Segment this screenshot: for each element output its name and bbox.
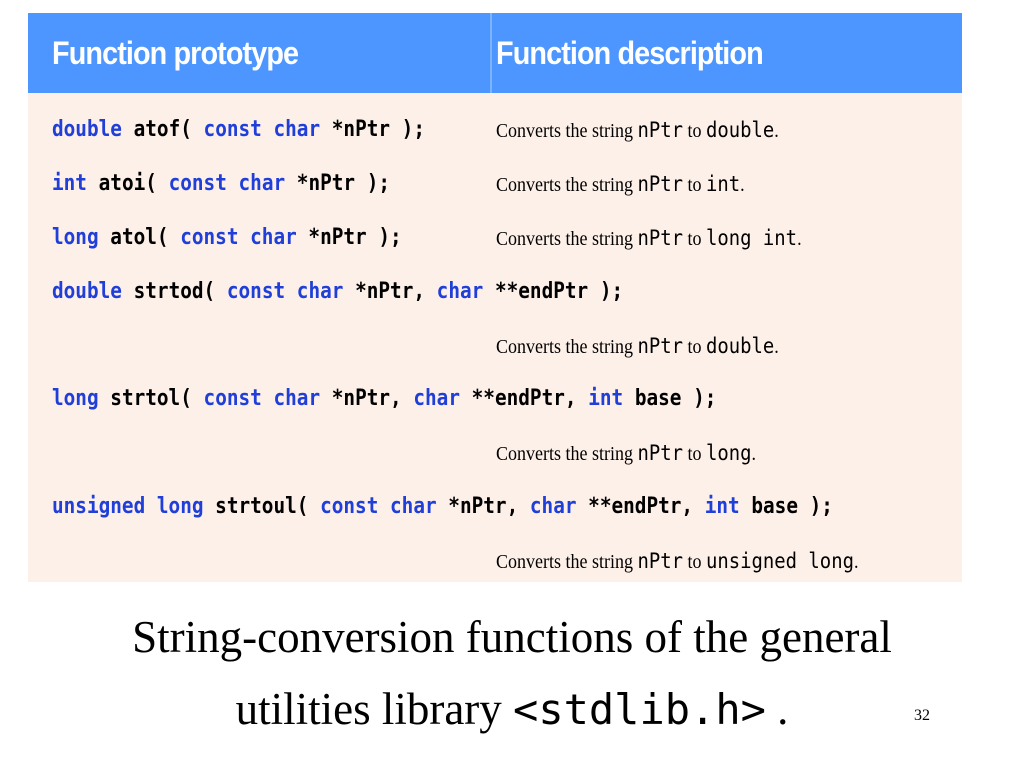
desc-to: to — [683, 551, 707, 573]
code-text: *nPtr, — [320, 386, 414, 411]
header-prototype: Function prototype — [52, 35, 299, 71]
description-cell: Converts the string nPtr to int. — [496, 164, 745, 205]
desc-end: . — [853, 551, 859, 573]
desc-end: . — [740, 174, 745, 196]
code-text: atoi( — [86, 171, 169, 196]
page-number: 32 — [914, 707, 930, 724]
code-keyword: const char — [320, 494, 437, 519]
code-text: strtoul( — [203, 494, 321, 519]
code-keyword: int — [704, 494, 740, 519]
code-keyword: long — [52, 225, 99, 250]
code-text: base ); — [623, 386, 717, 411]
code-keyword: int — [588, 386, 624, 411]
table-row: double atof( const char *nPtr ); Convert… — [28, 110, 962, 150]
description-cell: Converts the string nPtr to double. — [496, 326, 779, 367]
desc-type: double — [706, 118, 775, 142]
table-row: long atol( const char *nPtr ); Converts … — [28, 218, 962, 258]
code-keyword: double — [52, 117, 122, 142]
table-row-description: Converts the string nPtr to unsigned lon… — [28, 541, 962, 581]
code-text: *nPtr, — [436, 494, 530, 519]
prototype-cell: unsigned long strtoul( const char *nPtr,… — [52, 487, 833, 527]
desc-prefix: Converts the string — [496, 443, 638, 465]
code-keyword: char — [436, 279, 484, 304]
desc-prefix: Converts the string — [496, 336, 638, 358]
code-keyword: char — [413, 386, 460, 411]
desc-var: nPtr — [637, 118, 684, 142]
caption-text: utilities library — [235, 684, 514, 734]
code-text: atof( — [121, 117, 204, 142]
table-row-description: Converts the string nPtr to long. — [28, 433, 962, 473]
code-text: *nPtr ); — [285, 171, 391, 196]
desc-type: long — [706, 441, 752, 465]
code-keyword: const char — [180, 225, 297, 250]
caption-end: . — [765, 684, 789, 734]
desc-to: to — [683, 443, 707, 465]
desc-prefix: Converts the string — [496, 228, 638, 250]
desc-var: nPtr — [637, 549, 684, 573]
caption-line-2: utilities library <stdlib.h> . — [0, 680, 1024, 739]
desc-to: to — [683, 336, 707, 358]
code-keyword: int — [52, 171, 87, 196]
code-keyword: const char — [203, 117, 321, 142]
prototype-cell: int atoi( const char *nPtr ); — [52, 164, 390, 204]
desc-var: nPtr — [637, 226, 684, 250]
description-cell: Converts the string nPtr to double. — [496, 110, 779, 151]
code-text: **endPtr, — [459, 386, 589, 411]
code-keyword: unsigned long — [52, 494, 204, 519]
desc-to: to — [683, 174, 707, 196]
desc-type: unsigned long — [706, 549, 854, 573]
code-text: strtod( — [121, 279, 227, 304]
function-table: Function prototype Function description … — [28, 13, 962, 582]
code-keyword: const char — [226, 279, 344, 304]
code-keyword: double — [52, 279, 122, 304]
desc-var: nPtr — [637, 172, 684, 196]
desc-var: nPtr — [637, 334, 684, 358]
description-cell: Converts the string nPtr to unsigned lon… — [496, 541, 858, 582]
code-keyword: char — [529, 494, 577, 519]
desc-end: . — [774, 336, 779, 358]
table-row: unsigned long strtoul( const char *nPtr,… — [28, 487, 962, 527]
table-row: long strtol( const char *nPtr, char **en… — [28, 379, 962, 419]
description-cell: Converts the string nPtr to long. — [496, 433, 756, 474]
code-keyword: long — [52, 386, 99, 411]
code-text: *nPtr, — [343, 279, 437, 304]
desc-prefix: Converts the string — [496, 551, 638, 573]
desc-end: . — [797, 228, 802, 250]
code-text: *nPtr ); — [320, 117, 426, 142]
code-text: base ); — [739, 494, 833, 519]
prototype-cell: long atol( const char *nPtr ); — [52, 218, 402, 258]
header-description: Function description — [496, 35, 764, 71]
caption-line-1: String-conversion functions of the gener… — [132, 612, 892, 662]
prototype-cell: double strtod( const char *nPtr, char **… — [52, 272, 623, 312]
code-keyword: const char — [203, 386, 321, 411]
desc-to: to — [683, 228, 707, 250]
prototype-cell: double atof( const char *nPtr ); — [52, 110, 425, 150]
desc-type: double — [706, 334, 775, 358]
code-text: strtol( — [98, 386, 204, 411]
desc-prefix: Converts the string — [496, 120, 638, 142]
code-text: atol( — [98, 225, 181, 250]
desc-type: long int — [706, 226, 798, 250]
table-header: Function prototype Function description — [28, 13, 962, 93]
table-row-description: Converts the string nPtr to double. — [28, 326, 962, 366]
code-text: **endPtr ); — [483, 279, 624, 304]
desc-end: . — [774, 120, 779, 142]
desc-to: to — [683, 120, 707, 142]
code-keyword: const char — [168, 171, 286, 196]
header-divider — [490, 13, 492, 93]
desc-end: . — [751, 443, 757, 465]
code-text: **endPtr, — [576, 494, 705, 519]
table-row: double strtod( const char *nPtr, char **… — [28, 272, 962, 312]
description-cell: Converts the string nPtr to long int. — [496, 218, 802, 259]
caption-code: <stdlib.h> — [513, 685, 766, 734]
desc-prefix: Converts the string — [496, 174, 638, 196]
desc-var: nPtr — [637, 441, 684, 465]
table-row: int atoi( const char *nPtr ); Converts t… — [28, 164, 962, 204]
code-text: *nPtr ); — [296, 225, 402, 250]
desc-type: int — [706, 172, 741, 196]
prototype-cell: long strtol( const char *nPtr, char **en… — [52, 379, 716, 419]
